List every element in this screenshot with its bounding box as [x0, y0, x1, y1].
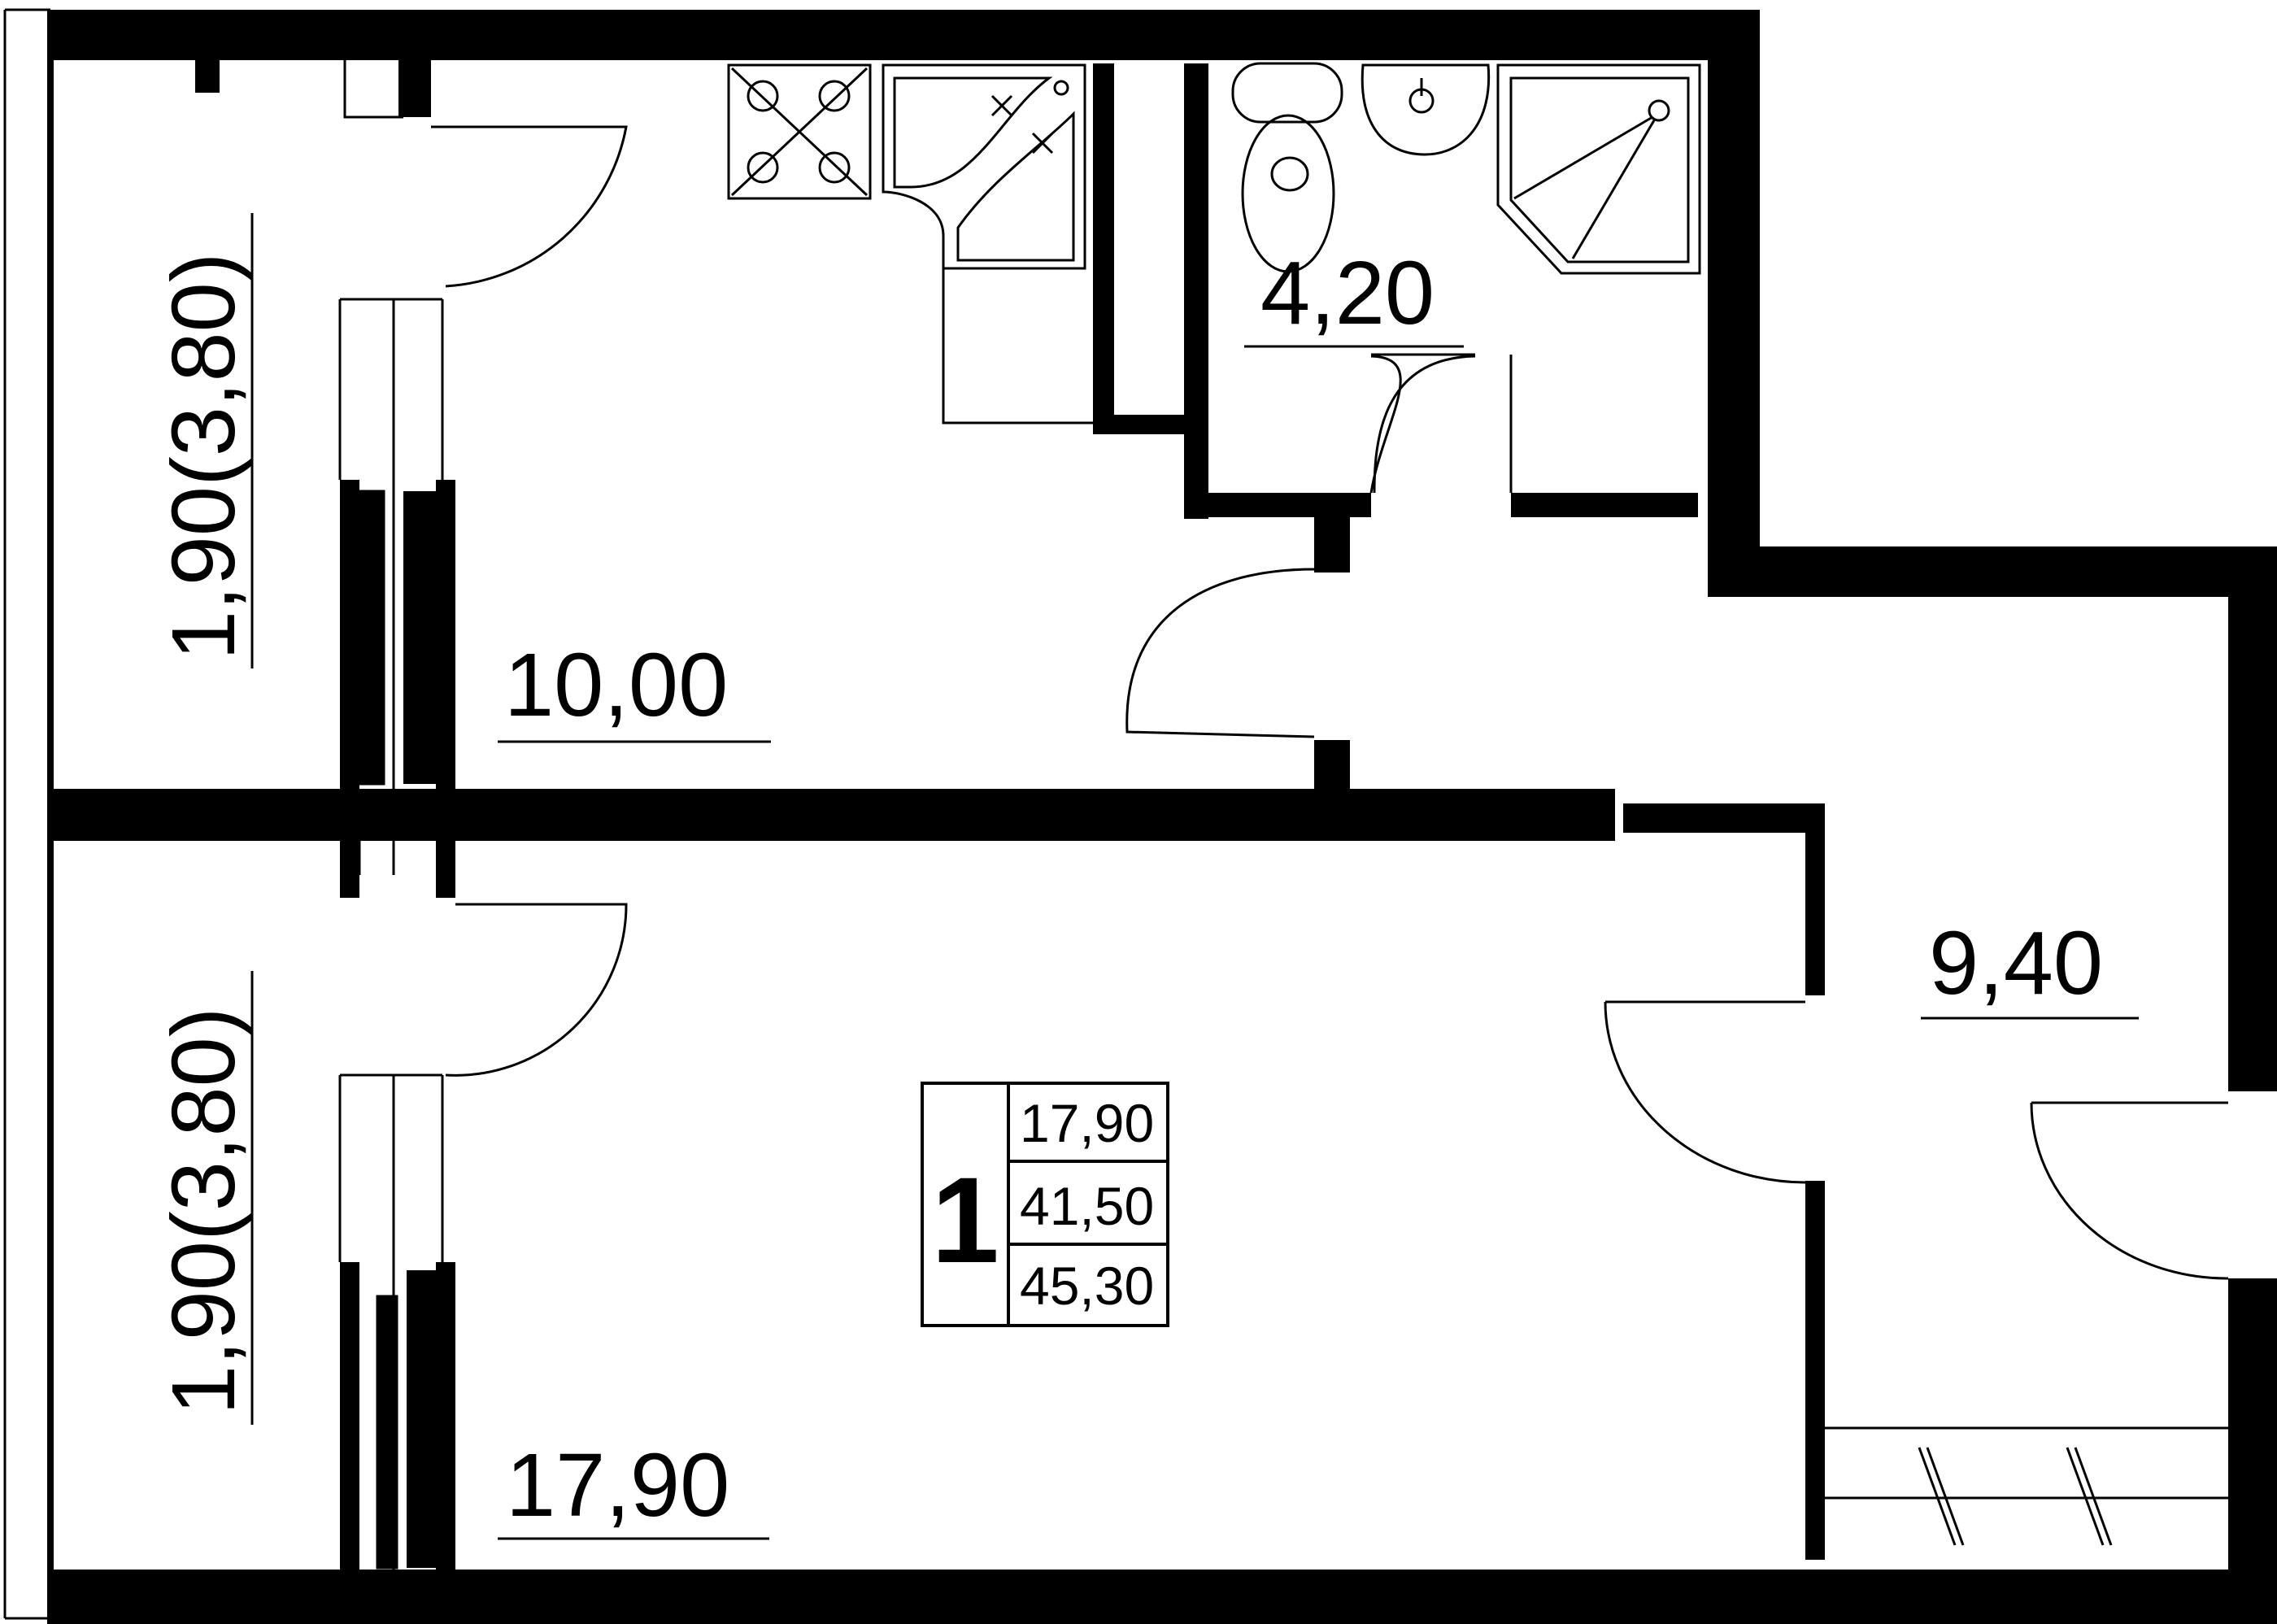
svg-text:17,90: 17,90 — [506, 1435, 729, 1535]
area-label-hallway: 9,40 — [1921, 913, 2139, 1020]
doors — [431, 125, 2229, 1280]
windows — [338, 60, 444, 1570]
total-area-with-loggia-value: 45,30 — [1020, 1256, 1154, 1316]
outer-boundary-lines — [3, 8, 50, 1620]
svg-text:1,90(3,80): 1,90(3,80) — [154, 1008, 254, 1415]
svg-text:10,00: 10,00 — [504, 635, 728, 735]
area-label-bathroom: 4,20 — [1244, 243, 1464, 348]
svg-text:9,40: 9,40 — [1929, 913, 2103, 1013]
total-area-value: 41,50 — [1020, 1176, 1154, 1236]
area-label-loggia-top: 1,90(3,80) — [154, 213, 254, 668]
stove-icon — [727, 63, 872, 200]
svg-text:1,90(3,80): 1,90(3,80) — [154, 253, 254, 660]
area-label-kitchen: 10,00 — [498, 635, 771, 743]
kitchen-sink-icon — [882, 63, 1093, 425]
balcony-lines — [1825, 1426, 2228, 1546]
shower-icon — [1496, 63, 1701, 275]
toilet-icon — [1231, 62, 1343, 273]
walls — [47, 10, 2277, 1624]
area-label-living-room: 17,90 — [498, 1435, 769, 1540]
bathroom-sink-icon — [1361, 63, 1491, 156]
area-label-loggia-bottom: 1,90(3,80) — [154, 971, 254, 1425]
room-count: 1 — [931, 1152, 999, 1288]
living-area-value: 17,90 — [1020, 1093, 1154, 1153]
svg-text:4,20: 4,20 — [1260, 243, 1435, 343]
apartment-summary-box: 1 17,90 41,50 45,30 — [921, 1082, 1169, 1327]
